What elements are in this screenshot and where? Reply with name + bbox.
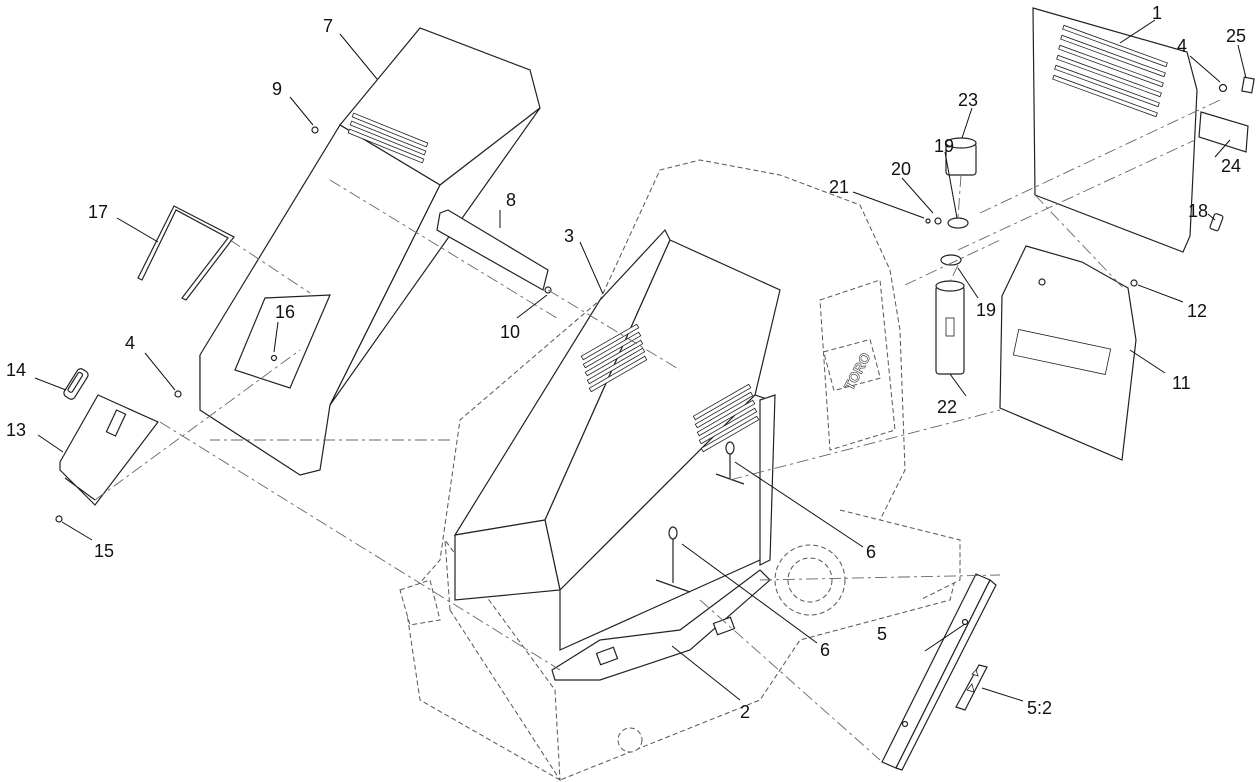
callout-17: 17: [88, 202, 108, 222]
part-13-plate: [59, 394, 159, 506]
part-16-screw: [270, 354, 278, 362]
part-3-side-panel: [453, 228, 781, 651]
leader-lines: [34, 19, 1247, 702]
part-19-washer-upper: [947, 217, 969, 229]
callout-9: 9: [272, 79, 282, 99]
part-7-vent-grille: [347, 112, 429, 164]
callout-4-right: 4: [1177, 36, 1187, 56]
callout-23: 23: [958, 90, 978, 110]
callout-15: 15: [94, 541, 114, 561]
callout-7: 7: [323, 16, 333, 36]
part-12-screw: [1130, 279, 1138, 287]
callout-13: 13: [6, 420, 26, 440]
callout-1: 1: [1152, 3, 1162, 23]
part-6-pin-lower: [655, 526, 691, 593]
callout-22: 22: [937, 397, 957, 417]
part-1-vent-grille: [1052, 24, 1168, 118]
part-4-nut-right: [1218, 83, 1228, 93]
part-14-handle: [63, 368, 89, 400]
callout-8: 8: [506, 190, 516, 210]
callout-24: 24: [1221, 156, 1241, 176]
part-7-hood: [199, 27, 541, 476]
part-5-2-decal: [955, 664, 988, 711]
callout-18: 18: [1188, 201, 1208, 221]
callout-19-upper: 19: [934, 136, 954, 156]
part-17-u-bracket: [137, 205, 235, 301]
part-3-vent-grille-lower: [692, 383, 760, 453]
callout-4-left: 4: [125, 333, 135, 353]
part-4-nut-left: [174, 390, 182, 398]
callout-19-lower: 19: [976, 300, 996, 320]
callout-12: 12: [1187, 301, 1207, 321]
callout-6-lower: 6: [820, 640, 830, 660]
callout-2: 2: [740, 702, 750, 722]
callout-5: 5: [877, 624, 887, 644]
part-22-canister: [935, 280, 965, 375]
callout-25: 25: [1226, 26, 1246, 46]
part-3-vent-grille-upper: [580, 323, 648, 393]
part-18-bolt: [1209, 213, 1224, 232]
part-11-panel: [999, 245, 1137, 461]
callout-20: 20: [891, 159, 911, 179]
part-19-washer-lower: [940, 254, 962, 266]
callouts: 1 2 3 4 4 5 5:2 6 6 7 8 9 10 11 12 13 14…: [6, 3, 1246, 722]
part-6-pin-upper: [715, 441, 745, 485]
callout-10: 10: [500, 322, 520, 342]
callout-21: 21: [829, 177, 849, 197]
callout-14: 14: [6, 360, 26, 380]
callout-6-upper: 6: [866, 542, 876, 562]
callout-16: 16: [275, 302, 295, 322]
part-15-screw: [55, 515, 63, 523]
part-20-washer: [934, 217, 942, 225]
part-24-plate: [1198, 111, 1249, 153]
part-25-clip: [1241, 76, 1255, 94]
part-1-side-cover: [1032, 7, 1198, 253]
assembly-lines: [94, 99, 1221, 761]
part-8-plate: [436, 209, 552, 294]
part-5-rail: [881, 573, 997, 771]
callout-5-2: 5:2: [1027, 698, 1052, 718]
callout-11: 11: [1172, 373, 1191, 393]
callout-3: 3: [564, 226, 574, 246]
part-21-screw: [925, 218, 931, 224]
